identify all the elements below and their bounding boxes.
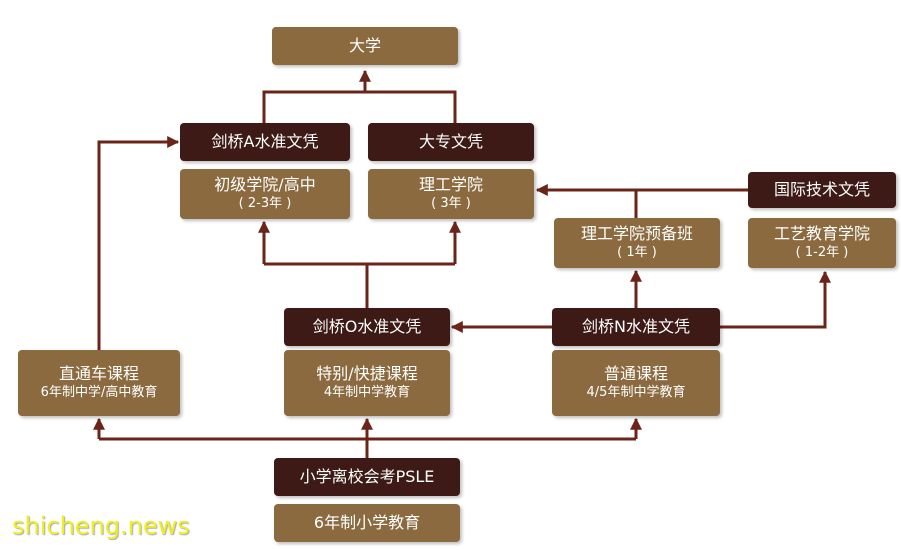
o-level-node: 剑桥O水准文凭 — [284, 308, 450, 346]
express-course-duration: 4年制中学教育 — [323, 384, 411, 400]
diploma-node: 大专文凭 — [368, 123, 534, 161]
intl-cert-label: 国际技术文凭 — [773, 179, 870, 199]
normal-course-duration: 4/5年制中学教育 — [586, 384, 686, 400]
junior-college-duration: ( 2-3年 ) — [238, 195, 292, 211]
ite-node: 工艺教育学院 ( 1-2年 ) — [748, 218, 896, 268]
integrated-programme-node: 直通车课程 6年制中学/高中教育 — [18, 350, 180, 416]
university-node: 大学 — [272, 27, 458, 65]
n-level-label: 剑桥N水准文凭 — [582, 316, 690, 336]
university-label: 大学 — [348, 35, 381, 55]
junior-college-label: 初级学院/高中 — [214, 175, 316, 195]
watermark: shicheng.news — [12, 512, 190, 540]
a-level-node: 剑桥A水准文凭 — [180, 123, 350, 161]
a-level-label: 剑桥A水准文凭 — [211, 131, 319, 151]
ite-duration: ( 1-2年 ) — [795, 244, 849, 260]
n-level-node: 剑桥N水准文凭 — [552, 308, 720, 346]
poly-prep-label: 理工学院预备班 — [580, 224, 693, 244]
primary-education-node: 6年制小学教育 — [274, 504, 460, 542]
psle-label: 小学离校会考PSLE — [299, 466, 435, 486]
normal-course-label: 普通课程 — [603, 364, 668, 384]
polytechnic-label: 理工学院 — [418, 175, 483, 195]
express-course-node: 特别/快捷课程 4年制中学教育 — [284, 350, 450, 416]
ite-label: 工艺教育学院 — [773, 224, 870, 244]
express-course-label: 特别/快捷课程 — [316, 364, 418, 384]
intl-cert-node: 国际技术文凭 — [748, 172, 896, 208]
primary-education-label: 6年制小学教育 — [313, 512, 421, 532]
normal-course-node: 普通课程 4/5年制中学教育 — [552, 350, 720, 416]
psle-node: 小学离校会考PSLE — [274, 458, 460, 496]
polytechnic-node: 理工学院 ( 3年 ) — [368, 169, 534, 219]
o-level-label: 剑桥O水准文凭 — [312, 316, 422, 336]
polytechnic-duration: ( 3年 ) — [431, 195, 471, 211]
diploma-label: 大专文凭 — [418, 131, 483, 151]
integrated-programme-duration: 6年制中学/高中教育 — [40, 384, 158, 400]
poly-prep-node: 理工学院预备班 ( 1年 ) — [554, 218, 720, 268]
junior-college-node: 初级学院/高中 ( 2-3年 ) — [180, 169, 350, 219]
integrated-programme-label: 直通车课程 — [58, 364, 139, 384]
poly-prep-duration: ( 1年 ) — [617, 244, 657, 260]
